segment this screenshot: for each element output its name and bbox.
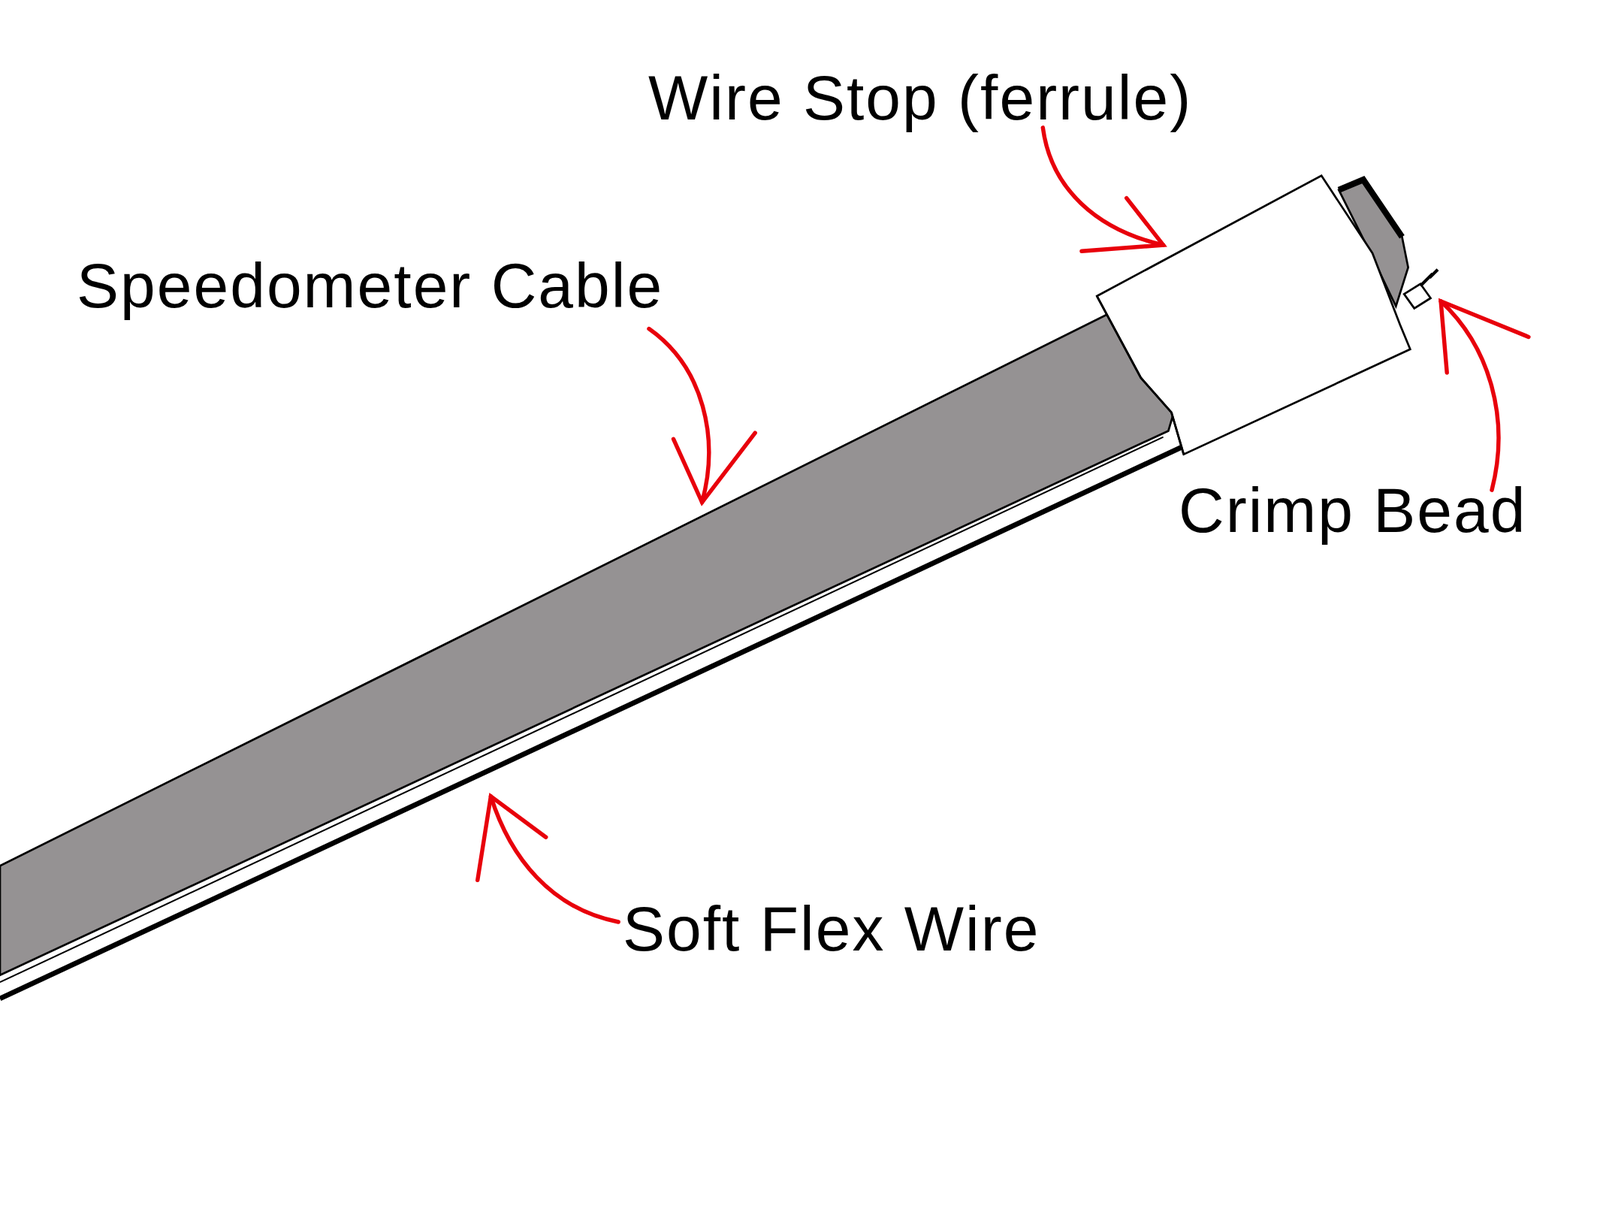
crimp-bead xyxy=(1403,283,1431,309)
soft-flex-wire xyxy=(0,438,1184,1003)
part-label: Crimp Bead xyxy=(1178,478,1528,542)
part-label: Wire Stop (ferrule) xyxy=(648,66,1193,130)
wire-edge xyxy=(0,446,1182,999)
speedometer-cable xyxy=(0,314,1174,976)
red-arrows xyxy=(477,127,1529,922)
part-label: Soft Flex Wire xyxy=(622,896,1040,960)
wire-edge xyxy=(0,437,1164,983)
part-label: Speedometer Cable xyxy=(76,253,664,317)
wire-tip xyxy=(1420,269,1438,287)
ferrule-edge xyxy=(1096,295,1184,455)
